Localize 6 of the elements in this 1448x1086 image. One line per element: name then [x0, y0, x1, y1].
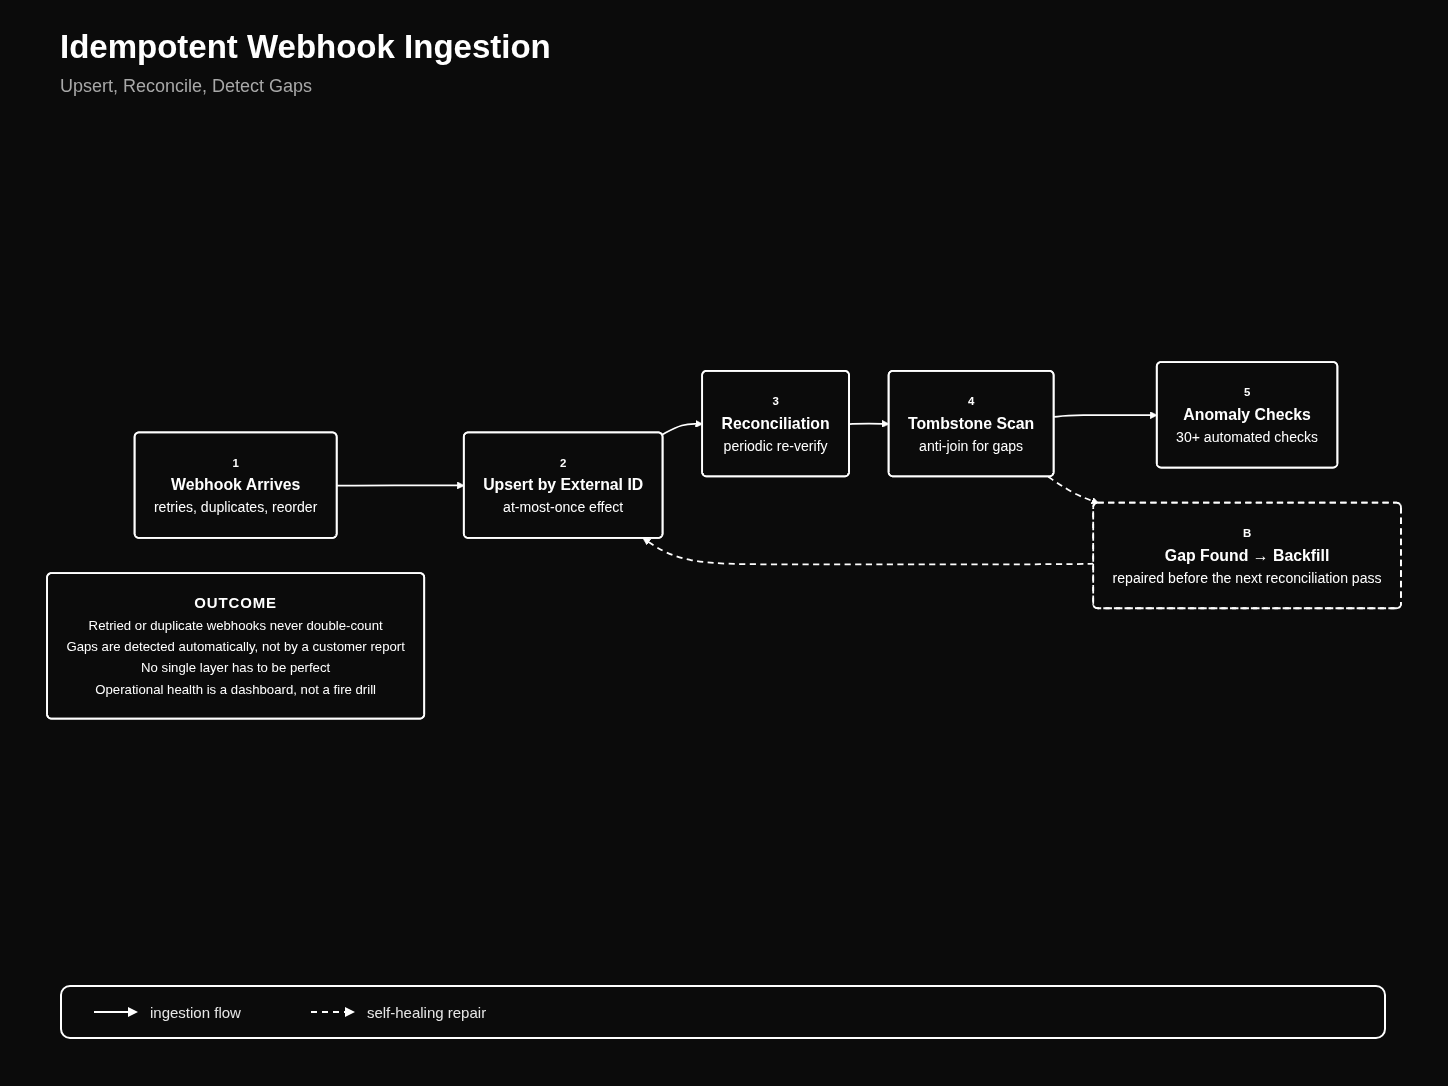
diagram-title: Idempotent Webhook Ingestion [60, 28, 551, 66]
arrow [661, 419, 703, 436]
legend-label: ingestion flow [150, 1003, 241, 1021]
legend-label: self-healing repair [366, 1003, 487, 1021]
subtitle: Upsert, Reconcile, Detect Gaps [60, 76, 313, 97]
arrow [1047, 475, 1099, 505]
